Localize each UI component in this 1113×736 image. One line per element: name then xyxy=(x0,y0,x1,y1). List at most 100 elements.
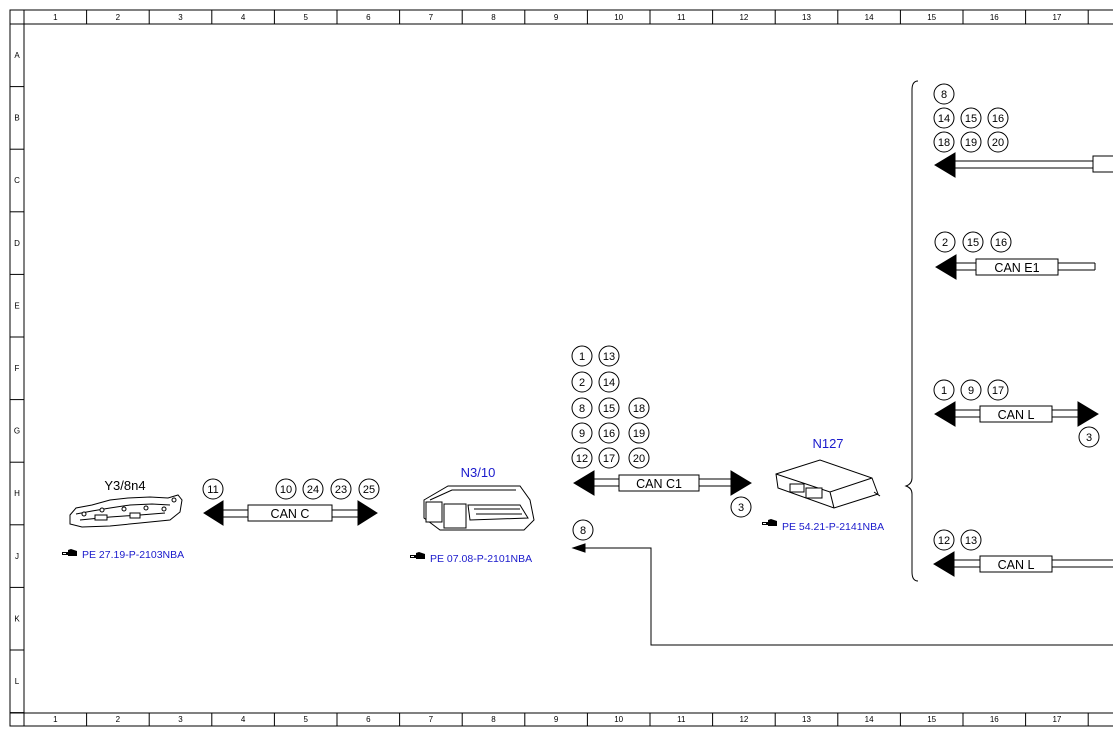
circle-9: 9 xyxy=(960,379,982,401)
svg-text:9: 9 xyxy=(579,428,585,440)
can-e1-label: CAN E1 xyxy=(994,261,1039,275)
column-labels: 1122334455667788991010111112121313141415… xyxy=(53,13,1062,724)
column-label-10-top: 10 xyxy=(614,13,623,22)
column-label-5-bottom: 5 xyxy=(303,715,308,724)
column-label-3-bottom: 3 xyxy=(178,715,183,724)
column-label-5-top: 5 xyxy=(303,13,308,22)
bus-line-8[interactable] xyxy=(571,543,1113,646)
bus-can-l-1[interactable]: CAN L xyxy=(934,401,1099,427)
svg-text:14: 14 xyxy=(603,377,615,389)
column-label-7-bottom: 7 xyxy=(429,715,434,724)
column-label-2-top: 2 xyxy=(116,13,121,22)
column-label-11-bottom: 11 xyxy=(677,715,686,724)
column-label-8-bottom: 8 xyxy=(491,715,496,724)
svg-text:1: 1 xyxy=(941,385,947,397)
circle-24: 24 xyxy=(302,478,324,500)
bus-can-c[interactable]: CAN C xyxy=(203,500,378,526)
row-label-E: E xyxy=(14,301,19,310)
circle-17: 17 xyxy=(987,379,1009,401)
svg-text:10: 10 xyxy=(280,484,292,496)
bus-can-c1[interactable]: CAN C1 xyxy=(573,470,752,496)
n127-ref[interactable]: PE 54.21-P-2141NBA xyxy=(782,521,884,533)
row-label-C: C xyxy=(14,176,20,185)
valve-body-image xyxy=(69,494,183,528)
circle-23: 23 xyxy=(330,478,352,500)
column-label-15-top: 15 xyxy=(927,13,936,22)
row-label-L: L xyxy=(15,677,20,686)
component-n3-10[interactable]: N3/10 PE 07.08-P-2101NBA xyxy=(410,465,535,565)
svg-text:13: 13 xyxy=(965,535,977,547)
svg-text:19: 19 xyxy=(965,137,977,149)
row-label-J: J xyxy=(15,552,19,561)
column-label-3-top: 3 xyxy=(178,13,183,22)
bus-can-e1[interactable]: CAN E1 xyxy=(935,254,1096,280)
column-label-17-bottom: 17 xyxy=(1052,715,1061,724)
svg-text:20: 20 xyxy=(633,453,645,465)
svg-text:25: 25 xyxy=(363,484,375,496)
y3-8n4-ref[interactable]: PE 27.19-P-2103NBA xyxy=(82,549,184,561)
svg-text:15: 15 xyxy=(965,113,977,125)
bus-top-right[interactable] xyxy=(934,152,1113,178)
circle-19: 19 xyxy=(960,131,982,153)
circle-18: 18 xyxy=(933,131,955,153)
circle-3: 3 xyxy=(1078,426,1100,448)
svg-text:12: 12 xyxy=(938,535,950,547)
column-label-16-bottom: 16 xyxy=(990,715,999,724)
line-8-circles: 8 xyxy=(572,519,594,541)
circle-1: 1 xyxy=(933,379,955,401)
svg-text:1: 1 xyxy=(579,351,585,363)
module-n127-image xyxy=(775,459,881,509)
svg-text:3: 3 xyxy=(1086,432,1092,444)
column-label-4-top: 4 xyxy=(241,13,246,22)
ecu-n3-10-image xyxy=(423,485,535,531)
circle-12: 12 xyxy=(571,447,593,469)
column-label-13-bottom: 13 xyxy=(802,715,811,724)
row-label-A: A xyxy=(14,51,20,60)
svg-text:17: 17 xyxy=(603,453,615,465)
column-label-9-top: 9 xyxy=(554,13,559,22)
svg-text:13: 13 xyxy=(603,351,615,363)
column-label-6-top: 6 xyxy=(366,13,371,22)
circle-16: 16 xyxy=(990,231,1012,253)
row-label-K: K xyxy=(14,614,20,623)
column-label-13-top: 13 xyxy=(802,13,811,22)
svg-text:15: 15 xyxy=(967,237,979,249)
circle-13: 13 xyxy=(598,345,620,367)
row-label-F: F xyxy=(15,364,20,373)
component-n127[interactable]: N127 PE 54.21-P-2141NBA xyxy=(762,436,884,533)
svg-text:14: 14 xyxy=(938,113,950,125)
column-label-16-top: 16 xyxy=(990,13,999,22)
circle-15: 15 xyxy=(962,231,984,253)
circle-19: 19 xyxy=(628,422,650,444)
row-label-B: B xyxy=(14,114,19,123)
component-y3-8n4[interactable]: Y3/8n4 PE 27.19-P-2103NBA xyxy=(62,478,184,561)
column-label-6-bottom: 6 xyxy=(366,715,371,724)
svg-text:8: 8 xyxy=(941,89,947,101)
bus-can-l-2[interactable]: CAN L xyxy=(933,551,1113,577)
brace-bracket xyxy=(904,80,919,582)
column-label-12-top: 12 xyxy=(739,13,748,22)
svg-text:20: 20 xyxy=(992,137,1004,149)
circle-2: 2 xyxy=(934,231,956,253)
column-label-1-bottom: 1 xyxy=(53,715,58,724)
row-label-D: D xyxy=(14,239,20,248)
circle-8: 8 xyxy=(572,519,594,541)
n3-10-label: N3/10 xyxy=(461,465,496,480)
n3-10-ref[interactable]: PE 07.08-P-2101NBA xyxy=(430,553,532,565)
circle-17: 17 xyxy=(598,447,620,469)
circle-14: 14 xyxy=(933,107,955,129)
circle-14: 14 xyxy=(598,371,620,393)
svg-text:2: 2 xyxy=(942,237,948,249)
svg-text:16: 16 xyxy=(603,428,615,440)
can-l-2-circles: 12 13 xyxy=(933,529,982,551)
column-label-15-bottom: 15 xyxy=(927,715,936,724)
circle-20: 20 xyxy=(987,131,1009,153)
svg-text:15: 15 xyxy=(603,403,615,415)
svg-text:2: 2 xyxy=(579,377,585,389)
svg-text:18: 18 xyxy=(633,403,645,415)
